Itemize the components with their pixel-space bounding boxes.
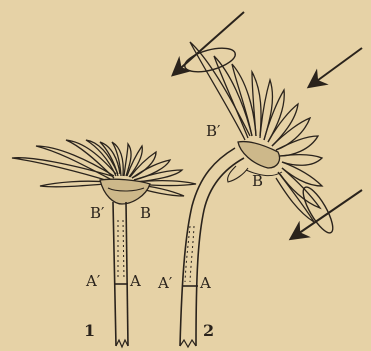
flower-1-receptacle (100, 179, 150, 204)
flower-1-label-b-prime: B′ (90, 204, 105, 222)
flower-1-number: 1 (84, 321, 95, 340)
flower-2-label-b-prime: B′ (206, 122, 221, 140)
flower-2-label-a: A (199, 274, 211, 292)
flower-2-label-a-prime: A′ (157, 274, 173, 292)
flower-1-stem (113, 202, 128, 347)
flower-2-stem (180, 148, 244, 347)
flower-2-label-b: B (252, 172, 263, 190)
flower-2-number: 2 (203, 321, 214, 340)
flower-1 (12, 140, 196, 347)
labels: B′ B A′ A 1 B′ B A′ A 2 (84, 122, 263, 340)
flower-2 (180, 42, 338, 347)
flower-1-label-a: A (129, 272, 141, 290)
flower-1-label-b: B (140, 204, 151, 222)
arrow-middle-icon (310, 48, 362, 86)
flower-1-label-a-prime: A′ (85, 272, 101, 290)
arrow-lower-icon (292, 190, 362, 238)
